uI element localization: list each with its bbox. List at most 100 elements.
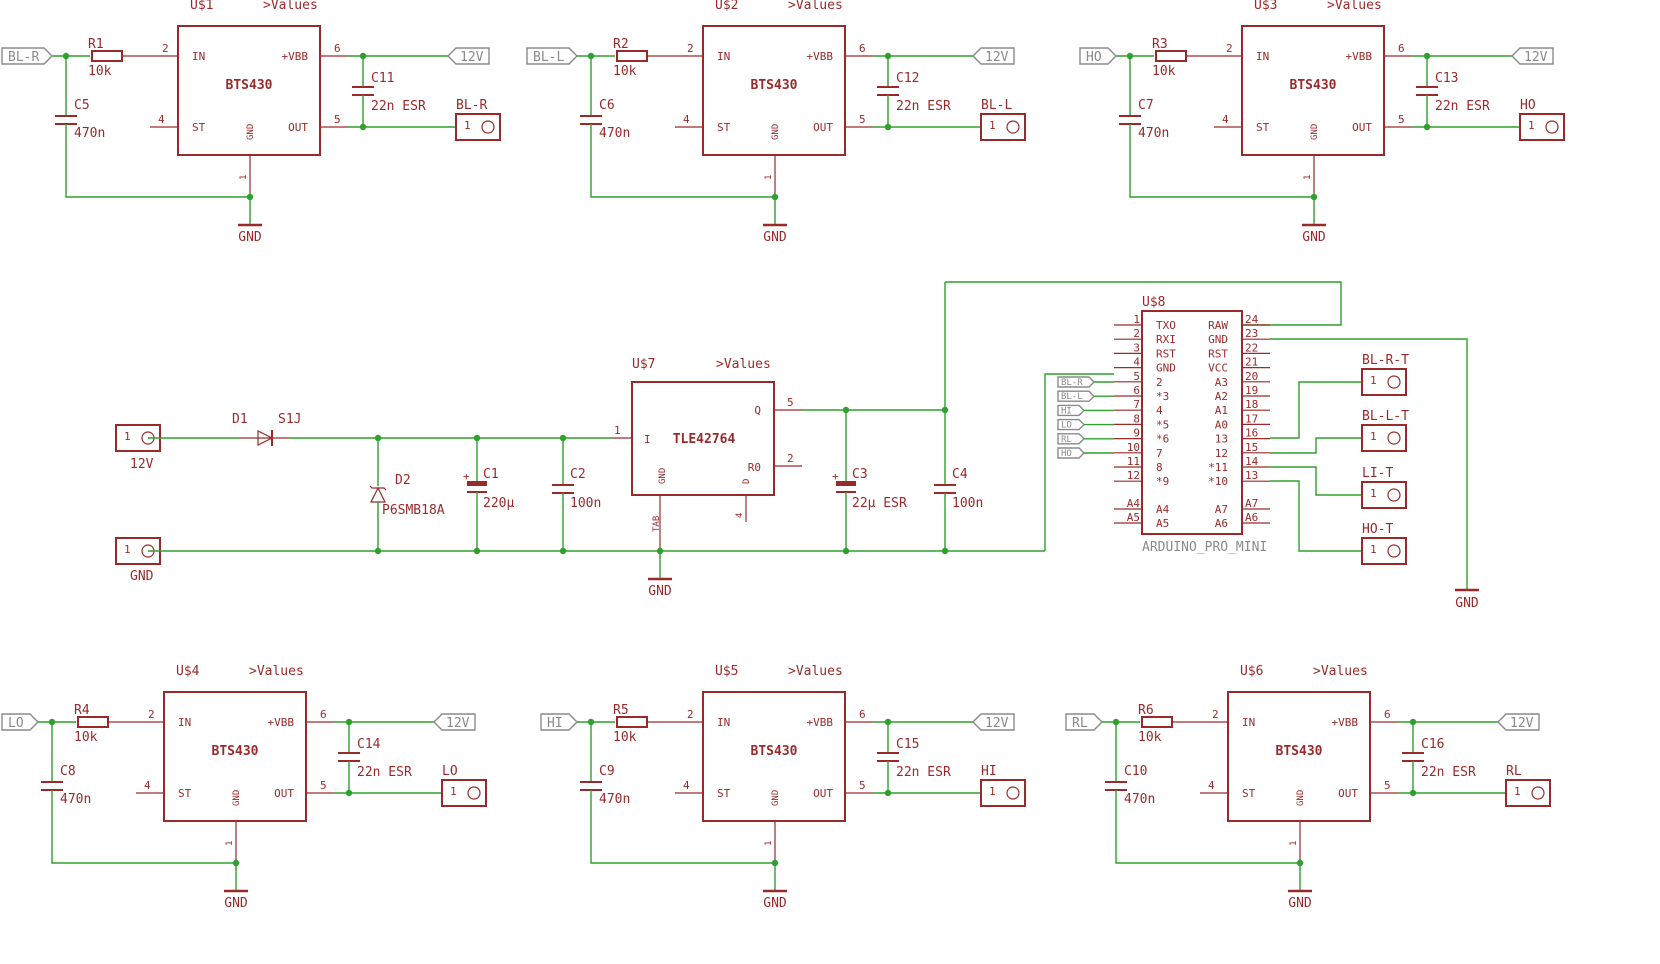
resistor-value: 10k: [1152, 64, 1176, 79]
ic-pin-label: GND: [1296, 790, 1306, 806]
pin-number: 22: [1245, 341, 1258, 354]
net-label: HI: [547, 716, 563, 731]
net-label: LO: [8, 716, 24, 731]
net-label: BL-L: [533, 50, 564, 65]
ic-pin-label: ST: [1256, 121, 1270, 134]
capacitor-name: C9: [599, 764, 615, 779]
pin-number: 6: [1384, 708, 1391, 721]
ic-pin-label: D: [742, 479, 752, 484]
net-label: 12V: [446, 716, 470, 731]
pin-number: 23: [1245, 327, 1258, 340]
pin-number: 24: [1245, 313, 1259, 326]
ic-reference: U$8: [1142, 295, 1165, 310]
regulator-ic: [631, 381, 775, 496]
ic-pin-label: A6: [1215, 517, 1228, 530]
capacitor-name: C2: [570, 467, 586, 482]
connector-label: GND: [130, 569, 154, 584]
ic-pin-label: A4: [1156, 503, 1170, 516]
net-label: 12V: [1510, 716, 1534, 731]
ic-pin-label: GND: [771, 790, 781, 806]
connector-pin-number: 1: [450, 785, 457, 798]
bts430-ic: [702, 25, 846, 156]
ic-pin-label: +VBB: [1346, 50, 1373, 63]
bts430-module-4: LOR410k2C8470nU$4>ValuesBTS430INST+VBBOU…: [1, 664, 487, 911]
ic-value: >Values: [716, 357, 771, 372]
connector-label: HO: [1520, 98, 1536, 113]
capacitor-c3: [836, 481, 856, 486]
supply-net-flag: [447, 47, 490, 65]
ic-pin-label: IN: [178, 716, 191, 729]
ic-pin-label: +VBB: [807, 716, 834, 729]
junction-dot: [559, 547, 567, 555]
net-flag: [1057, 404, 1085, 417]
wire: [590, 124, 775, 198]
pin-number: 6: [334, 42, 341, 55]
wire: [590, 790, 775, 864]
capacitor-value: 22n ESR: [357, 765, 412, 780]
junction-dot: [842, 547, 850, 555]
ic-value: >Values: [788, 664, 843, 679]
net-flag: [1057, 433, 1085, 445]
gnd-label: GND: [1302, 230, 1326, 245]
pin-number: 2: [687, 42, 694, 55]
input-net-flag: [526, 47, 578, 65]
pin-number: 13: [1245, 469, 1258, 482]
gnd-label: GND: [1455, 596, 1479, 611]
pin-number: 2: [148, 708, 155, 721]
test-point-connector: [1361, 537, 1407, 565]
junction-dot: [48, 718, 56, 726]
resistor: [616, 50, 648, 62]
pin-number: 11: [1127, 455, 1140, 468]
supply-net-flag: [972, 713, 1015, 731]
diode-value: P6SMB18A: [382, 503, 445, 518]
connector-pad: [1006, 120, 1020, 134]
input-net-flag: [1, 713, 39, 731]
pin-number: 1: [764, 841, 774, 846]
junction-dot: [587, 718, 595, 726]
pin-number: 6: [1398, 42, 1405, 55]
pin-number: 5: [787, 396, 794, 409]
net-label: 12V: [1524, 50, 1548, 65]
net-flag: [1057, 447, 1085, 459]
net-flag: [1057, 376, 1095, 388]
pin-number: 2: [1212, 708, 1219, 721]
pin-number: 5: [859, 779, 866, 792]
resistor-name: R2: [613, 37, 629, 52]
pin-number: 2: [787, 452, 794, 465]
connector-pad: [1545, 120, 1559, 134]
supply-net-flag: [972, 47, 1015, 65]
net-label: LO: [1061, 421, 1072, 431]
ic-pin-label: ST: [717, 121, 731, 134]
connector-pad: [1531, 786, 1545, 800]
pin-number: 5: [320, 779, 327, 792]
pin-number: 2: [1133, 327, 1140, 340]
ic-pin-label: 13: [1215, 433, 1228, 446]
capacitor-value: 470n: [1124, 792, 1155, 807]
bts430-module-5: HIR510k2C9470nU$5>ValuesBTS430INST+VBBOU…: [540, 664, 1026, 911]
net-label: 12V: [985, 50, 1009, 65]
bts430-ic: [1241, 25, 1385, 156]
connector-label: 12V: [130, 457, 154, 472]
connector-pad: [481, 120, 495, 134]
bts430-ic: [177, 25, 321, 156]
pin-number: A7: [1245, 497, 1258, 510]
wire: [1115, 790, 1300, 864]
pin-number: 1: [1303, 175, 1313, 180]
ic-value: >Values: [1313, 664, 1368, 679]
pin-number: 1: [239, 175, 249, 180]
capacitor-name: C16: [1421, 737, 1444, 752]
supply-net-flag: [1497, 713, 1540, 731]
ic-pin-label: A1: [1215, 404, 1228, 417]
pin-number: 5: [334, 113, 341, 126]
ic-pin-label: *6: [1156, 433, 1169, 446]
capacitor-name: C5: [74, 98, 90, 113]
connector-pin-number: 1: [124, 430, 131, 443]
connector-pad: [1006, 786, 1020, 800]
bts430-ic: [702, 691, 846, 822]
connector-pin-number: 1: [1370, 487, 1377, 500]
output-connector: [1505, 779, 1551, 807]
pin-number: A6: [1245, 511, 1258, 524]
bts430-ic: [1227, 691, 1371, 822]
